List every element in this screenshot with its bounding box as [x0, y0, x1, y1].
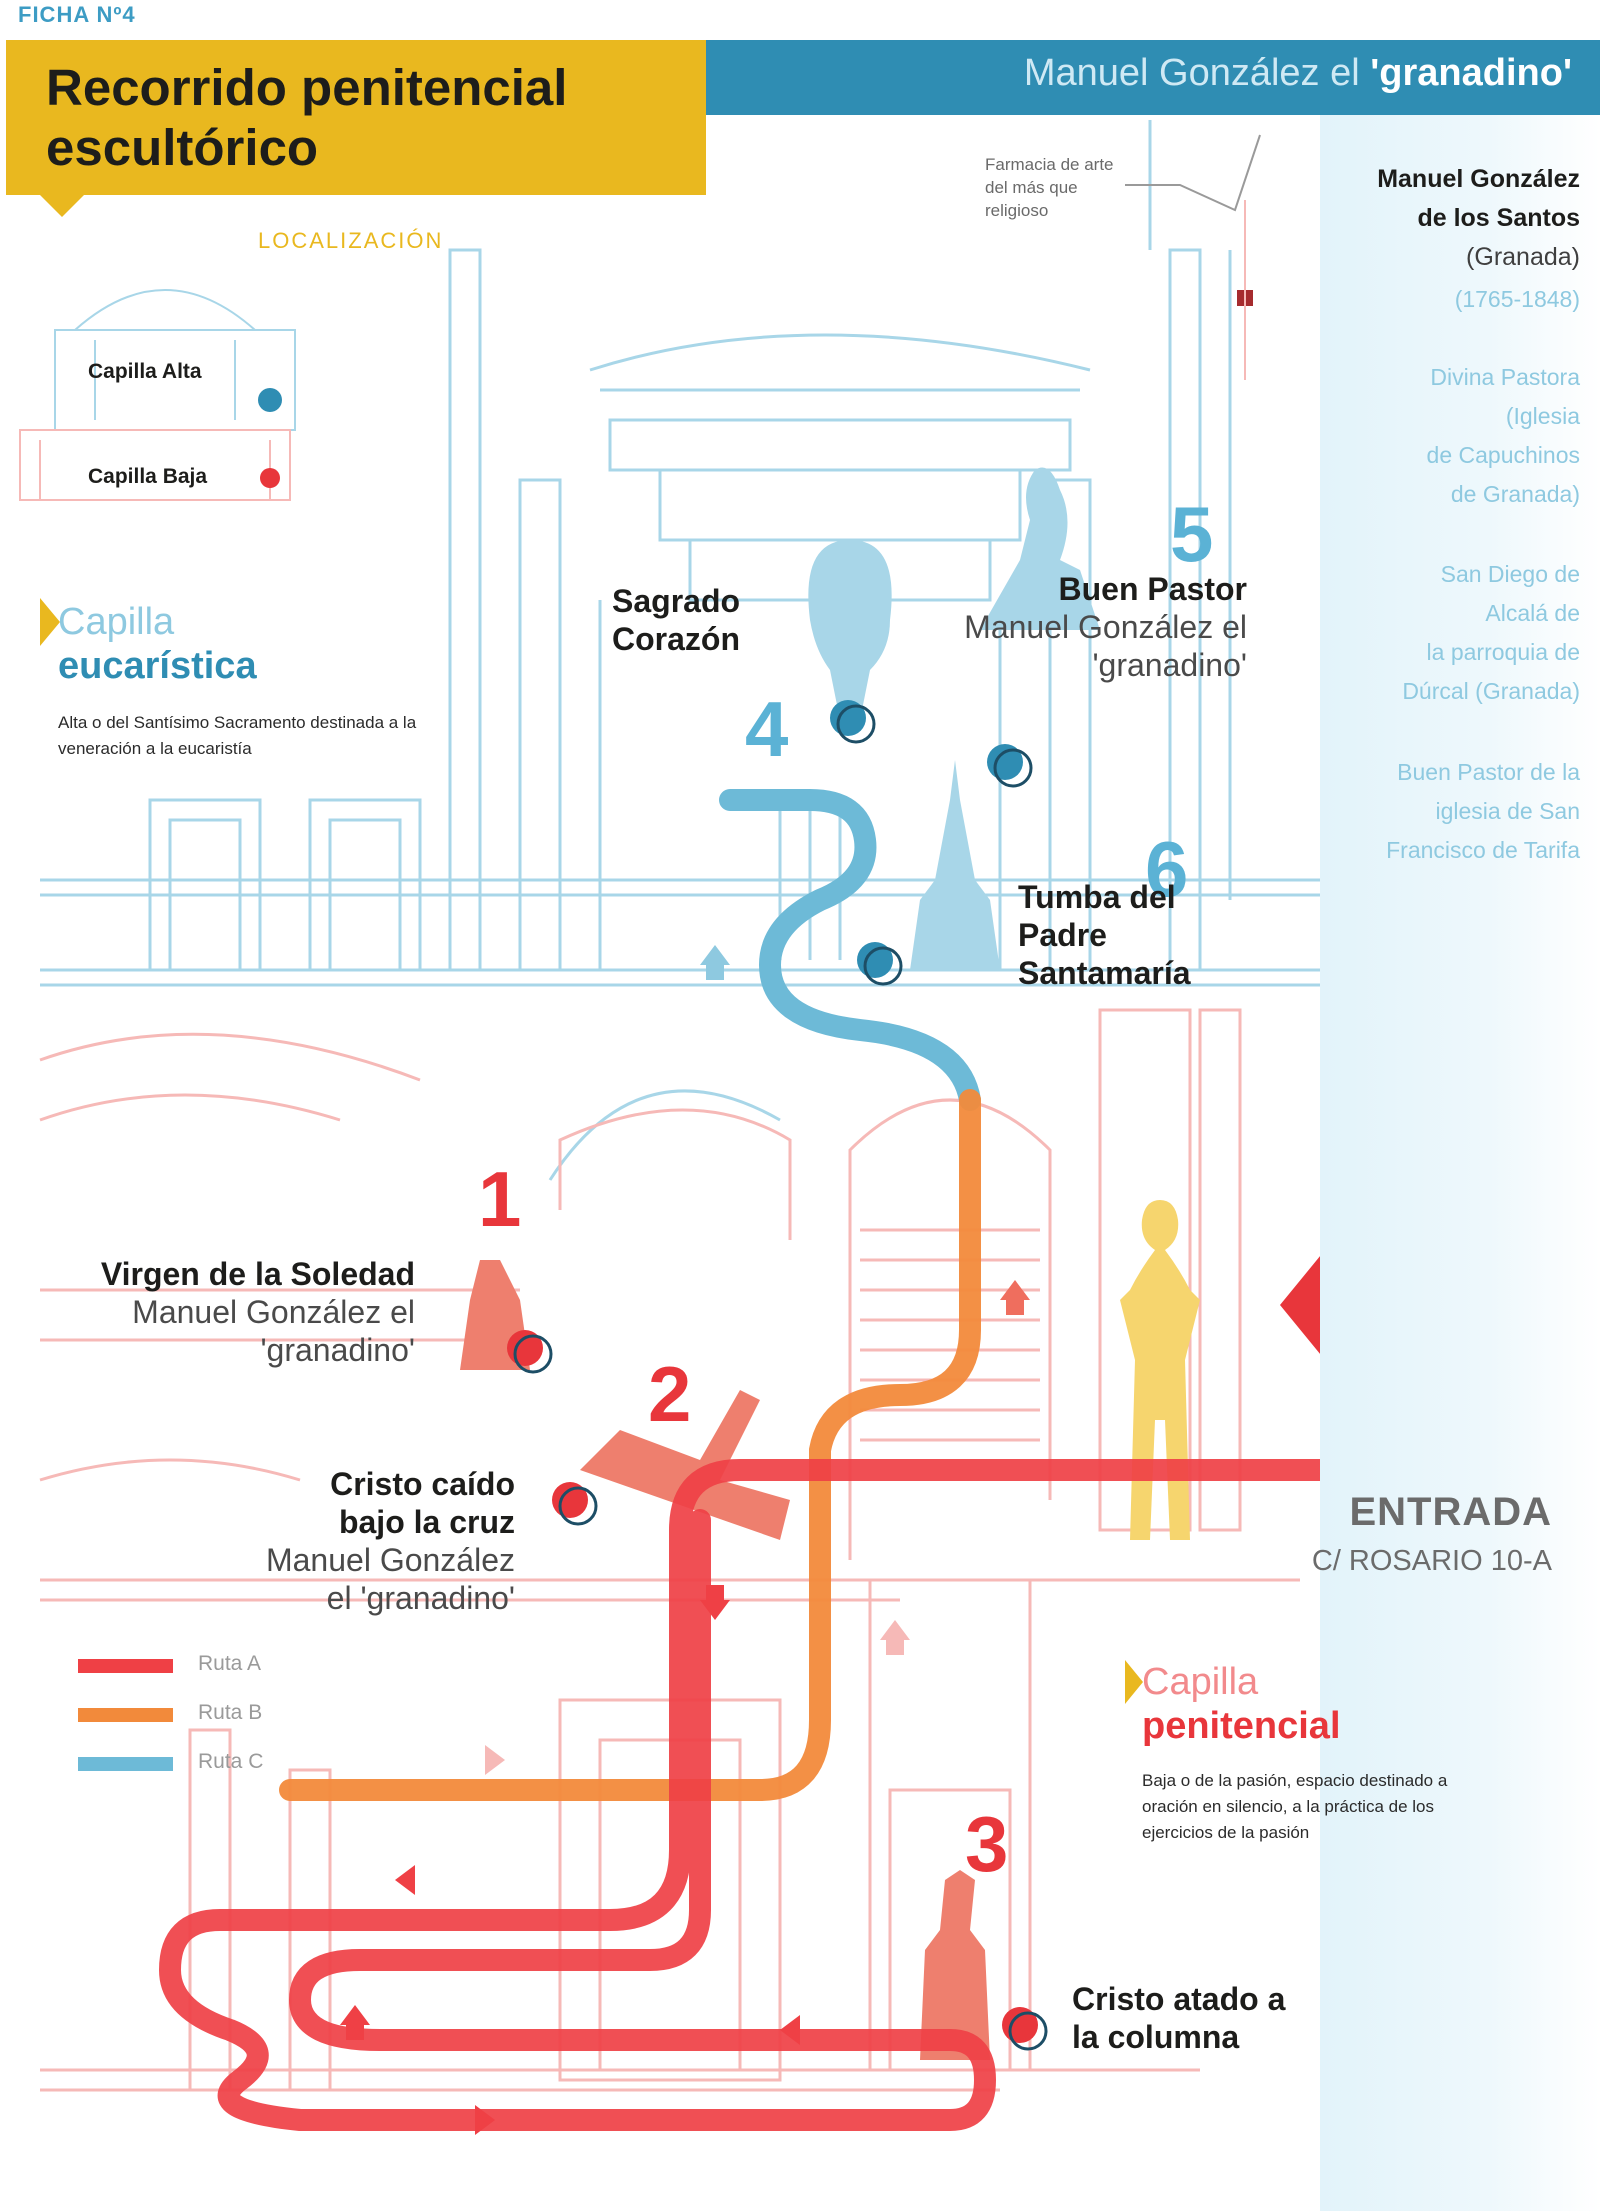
- stop-5-label: Buen Pastor Manuel González el 'granadin…: [964, 571, 1247, 683]
- capilla-alta-label: Capilla Alta: [88, 360, 202, 383]
- legend-swatches: [78, 1659, 173, 1771]
- stop-4-label: Sagrado Corazón: [612, 583, 741, 657]
- title-banner: Recorrido penitencial escultórico: [6, 40, 706, 195]
- location-thumbnail: [19, 289, 296, 501]
- buen-pastor-figure: [980, 467, 1100, 630]
- stop-2-number: 2: [648, 1350, 692, 1438]
- localizacion-heading: LOCALIZACIÓN: [258, 228, 444, 253]
- author-title: Manuel González el 'granadino': [1023, 52, 1572, 94]
- penitencial-marker: [1125, 1660, 1143, 1704]
- stop-3-number: 3: [965, 1800, 1009, 1888]
- stop-2-label: Cristo caído bajo la cruz Manuel Gonzále…: [265, 1466, 515, 1616]
- cristo-caido-figure: [580, 1390, 790, 1540]
- route-b-path: [279, 1089, 981, 1801]
- artist-name: Manuel González de los Santos (Granada): [1377, 165, 1580, 271]
- eucaristica-heading: Capilla eucarística: [58, 601, 257, 687]
- stop-5-number: 5: [1170, 490, 1214, 578]
- author-banner: Manuel González el 'granadino': [706, 40, 1600, 115]
- legend-ruta-c: Ruta C: [198, 1750, 264, 1773]
- artist-dates: (1765-1848): [1454, 286, 1580, 312]
- sidebar-panel: [1320, 115, 1600, 2211]
- title-notch: [40, 195, 84, 217]
- legend-swatch-b: [78, 1708, 173, 1722]
- sagrado-corazon-figure: [808, 540, 892, 720]
- top-annotation: Farmacia de arte del más que religioso: [985, 155, 1114, 220]
- stop-6-label: Tumba del Padre Santamaría: [1018, 879, 1191, 991]
- penitencial-description: Baja o de la pasión, espacio destinado a…: [1142, 1771, 1448, 1842]
- ficha-label: FICHA Nº4: [18, 2, 136, 27]
- entrance-address: C/ ROSARIO 10-A: [1311, 1545, 1552, 1577]
- stop-markers: [507, 700, 1048, 2051]
- eucaristica-marker: [40, 598, 60, 646]
- annotation-leader: [1125, 134, 1261, 212]
- stop-4-number: 4: [745, 685, 789, 773]
- entrance-label: ENTRADA: [1349, 1490, 1552, 1534]
- legend-ruta-b: Ruta B: [198, 1701, 263, 1724]
- route-a-path: [159, 1459, 1561, 2131]
- penitencial-heading: Capilla penitencial: [1142, 1661, 1341, 1747]
- legend-swatch-c: [78, 1757, 173, 1771]
- stop-1-number: 1: [478, 1155, 522, 1243]
- visitor-figure: [1120, 1200, 1200, 1540]
- legend-swatch-a: [78, 1659, 173, 1673]
- stop-6-number: 6: [1145, 825, 1189, 913]
- cristo-columna-figure: [920, 1870, 990, 2060]
- tumba-figure: [910, 760, 1000, 970]
- eucaristica-description: Alta o del Santísimo Sacramento destinad…: [58, 713, 417, 758]
- stop-1-label: Virgen de la Soledad Manuel González el …: [100, 1256, 415, 1368]
- direction-arrows: [340, 945, 1030, 2135]
- stop-3-label: Cristo atado a la columna: [1072, 1981, 1286, 2055]
- legend-ruta-a: Ruta A: [198, 1652, 262, 1675]
- route-c-path: [719, 789, 981, 1111]
- page-title: Recorrido penitencial escultórico: [46, 59, 568, 176]
- capilla-baja-label: Capilla Baja: [88, 465, 208, 488]
